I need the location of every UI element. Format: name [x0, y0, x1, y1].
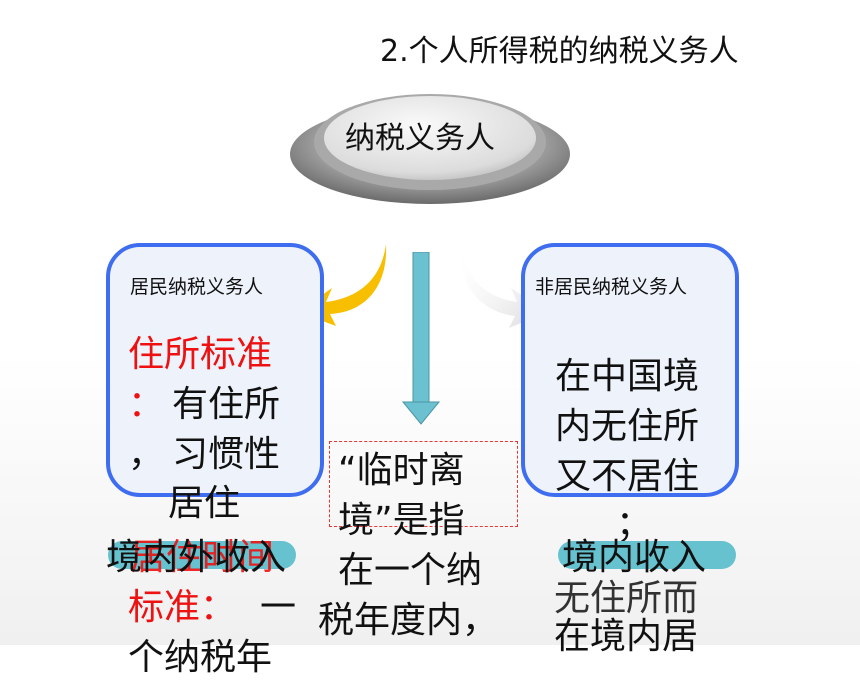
- residence-time-standard: 居住时间: [130, 537, 275, 578]
- nonresident-income-text: 境内收入: [562, 537, 707, 578]
- note-line2: 境”是指: [338, 500, 465, 541]
- center-node-label: 纳税义务人: [345, 121, 495, 156]
- nonresident-line1: 在中国境: [555, 356, 700, 397]
- nonresident-box: 非居民纳税义务人 在中国境 内无住所 又不居住: [521, 243, 739, 497]
- note-line4: 税年度内，: [318, 600, 499, 641]
- resident-income-pill: [108, 541, 296, 569]
- temporary-leave-note-box: [329, 441, 518, 527]
- standard-colon-text: 标准：: [128, 587, 237, 628]
- tax-year-text: 个纳税年: [128, 637, 273, 678]
- note-line1: “临时离: [338, 450, 465, 491]
- nonresident-line5: 无住所而: [554, 578, 699, 619]
- nonresident-line6: 在境内居: [554, 616, 699, 657]
- down-arrow: [401, 252, 441, 425]
- nonresident-semicolon: ；: [616, 504, 653, 545]
- nonresident-label: 非居民纳税义务人: [535, 276, 688, 298]
- nonresident-income-pill: [558, 541, 736, 569]
- nonresident-line3: 又不居住: [555, 456, 700, 497]
- resident-label: 居民纳税义务人: [130, 276, 264, 298]
- has-domicile-text: 有住所: [172, 384, 281, 425]
- habitual-text: 习惯性: [172, 434, 281, 475]
- resident-box: 居民纳税义务人 住所标准 ： 有住所 ， 习惯性: [106, 243, 324, 497]
- one-text: 一: [260, 587, 297, 628]
- resident-income-text: 境内外收入: [106, 537, 287, 578]
- residence-text: 居住: [168, 483, 241, 524]
- nonresident-line2: 内无住所: [555, 406, 700, 447]
- comma-mark: ，: [128, 434, 165, 475]
- colon-mark: ：: [128, 384, 165, 425]
- domicile-standard: 住所标准: [128, 334, 273, 375]
- slide-title: 2.个人所得税的纳税义务人: [380, 34, 739, 69]
- note-line3: 在一个纳: [338, 550, 483, 591]
- center-node-disc: [290, 94, 570, 204]
